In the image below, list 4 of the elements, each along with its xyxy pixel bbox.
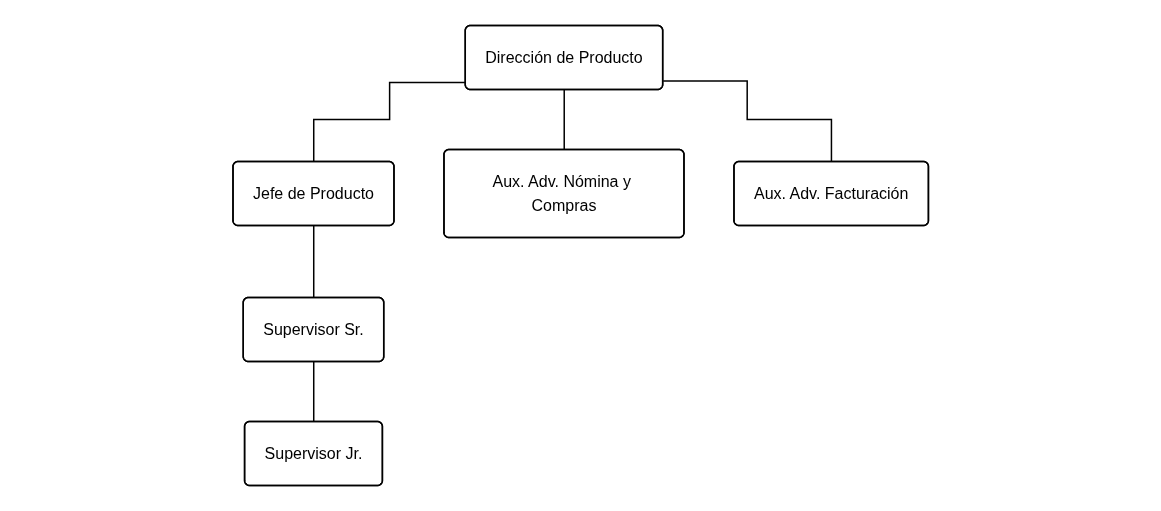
connector bbox=[563, 89, 565, 151]
connector bbox=[312, 361, 315, 423]
connector bbox=[312, 225, 315, 299]
connector bbox=[662, 80, 833, 163]
